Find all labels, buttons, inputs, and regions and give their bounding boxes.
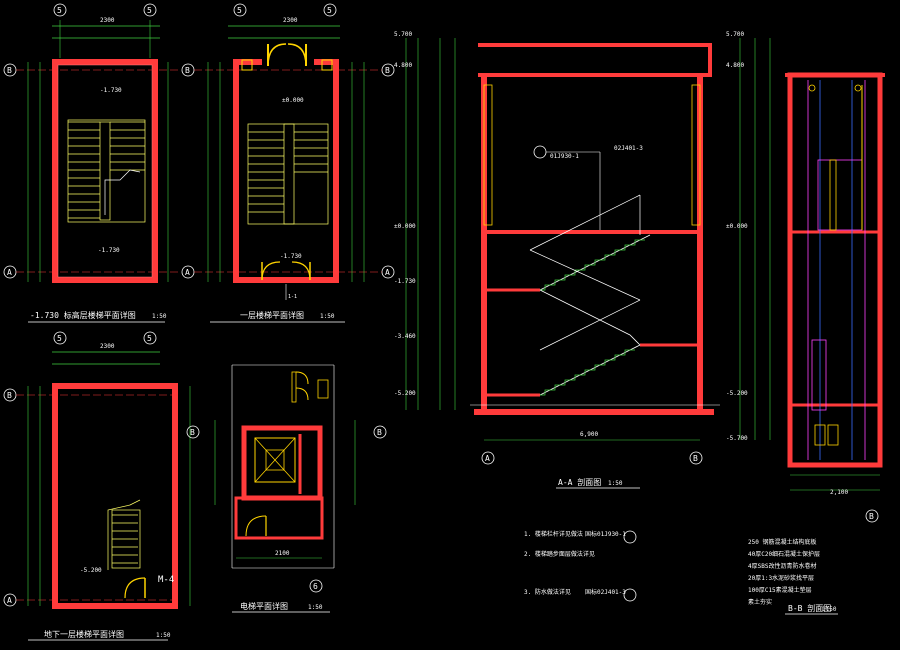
note-1: 1. 楼梯栏杆详见做法	[524, 530, 583, 538]
general-notes: 1. 楼梯栏杆详见做法 国标01J930-1 2. 楼梯踏步面层做法详见 3. …	[524, 530, 637, 602]
plan-basement-floor: 2300 5 5 B A -5.200 M-4 地下一层楼梯平面详图 1:50	[3, 331, 191, 641]
p2-level2: -1.730	[280, 253, 302, 260]
sb-level-1: 4.800	[726, 62, 744, 69]
sa-note-ref1: 01J930-1	[550, 153, 579, 160]
plan-basement-landing: 2300 5 5 B A	[3, 3, 180, 323]
sb-level-3: -5.200	[726, 390, 748, 397]
p4-scale: 1:50	[308, 604, 323, 611]
p2-section-mark: 1-1	[288, 294, 297, 300]
sa-level-4: -3.460	[394, 333, 416, 340]
svg-text:B: B	[377, 428, 382, 437]
plan-ground-floor: 2300 5 5 B A B A	[181, 3, 395, 323]
p2-level: ±0.000	[282, 97, 304, 104]
p1-level-top: -1.730	[100, 87, 122, 94]
p2-scale: 1:50	[320, 313, 335, 320]
sb-dim-bottom: 2,100	[830, 489, 848, 496]
section-b-b: 5.700 4.800 ±0.000 -5.200 -5.700 2,100 B…	[726, 31, 885, 615]
p1-dim-top: 2300	[100, 17, 115, 24]
axis-label: B	[7, 66, 12, 75]
legend-6: 素土夯实	[748, 598, 772, 606]
p3-scale: 1:50	[156, 632, 171, 639]
svg-text:A: A	[385, 268, 390, 277]
svg-text:6: 6	[313, 582, 318, 591]
note-ref-1: 国标01J930-1	[585, 530, 626, 538]
legend-2: 40厚C20细石混凝土保护层	[748, 550, 820, 558]
section-a-a: 5.700 4.800 ±0.000 -1.730 -3.460 -5.200	[394, 31, 720, 489]
note-2: 2. 楼梯踏步面层做法详见	[524, 550, 595, 558]
sa-level-0: 5.700	[394, 31, 412, 38]
svg-text:B: B	[869, 512, 874, 521]
sa-level-2: ±0.000	[394, 223, 416, 230]
svg-text:B: B	[185, 66, 190, 75]
svg-text:A: A	[185, 268, 190, 277]
axis-label: 5	[57, 6, 62, 15]
legend-5: 100厚C15素混凝土垫层	[748, 586, 812, 594]
floor-construction-legend: 250 钢筋混凝土结构底板 40厚C20细石混凝土保护层 4厚SBS改性沥青防水…	[748, 538, 820, 606]
svg-text:A: A	[7, 268, 12, 277]
svg-text:5: 5	[237, 6, 242, 15]
legend-3: 4厚SBS改性沥青防水卷材	[748, 562, 816, 570]
svg-text:A: A	[7, 596, 12, 605]
p1-scale: 1:50	[152, 313, 167, 320]
p1-level-bottom: -1.730	[98, 247, 120, 254]
note-3: 3. 防水做法详见	[524, 588, 571, 596]
svg-text:B: B	[385, 66, 390, 75]
svg-text:5: 5	[147, 6, 152, 15]
plan-elevator: B B 6 2100 电梯平面详图 1:50	[186, 364, 387, 613]
p3-dim-top: 2300	[100, 343, 115, 350]
svg-text:5: 5	[147, 334, 152, 343]
p3-title: 地下一层楼梯平面详图	[44, 629, 124, 639]
p3-door-tag: M-4	[158, 575, 174, 585]
svg-text:5: 5	[57, 334, 62, 343]
sb-level-0: 5.700	[726, 31, 744, 38]
legend-1: 250 钢筋混凝土结构底板	[748, 538, 816, 546]
sa-level-5: -5.200	[394, 390, 416, 397]
p2-dim-top: 2300	[283, 17, 298, 24]
svg-text:5: 5	[327, 6, 332, 15]
sa-level-3: -1.730	[394, 278, 416, 285]
p4-dim: 2100	[275, 550, 290, 557]
p1-title: -1.730 标高层楼梯平面详图	[30, 310, 136, 320]
sb-title: B-B 剖面图	[788, 603, 831, 613]
svg-text:B: B	[693, 454, 698, 463]
sa-note-ref2: 02J401-3	[614, 145, 643, 152]
sb-level-4: -5.700	[726, 435, 748, 442]
legend-4: 20厚1:3水泥砂浆找平层	[748, 574, 814, 582]
sa-title: A-A 剖面图	[558, 477, 601, 487]
sa-level-1: 4.800	[394, 62, 412, 69]
sb-scale: 1:50	[822, 606, 837, 613]
note-ref-2: 国标02J401-3	[585, 588, 626, 596]
sb-level-2: ±0.000	[726, 223, 748, 230]
p2-title: 一层楼梯平面详图	[240, 310, 304, 320]
p3-level: -5.200	[80, 567, 102, 574]
svg-text:B: B	[7, 391, 12, 400]
sa-scale: 1:50	[608, 480, 623, 487]
p4-title: 电梯平面详图	[240, 601, 288, 611]
svg-text:A: A	[485, 454, 490, 463]
sa-dim-bottom: 6,900	[580, 431, 598, 438]
svg-text:B: B	[190, 428, 195, 437]
